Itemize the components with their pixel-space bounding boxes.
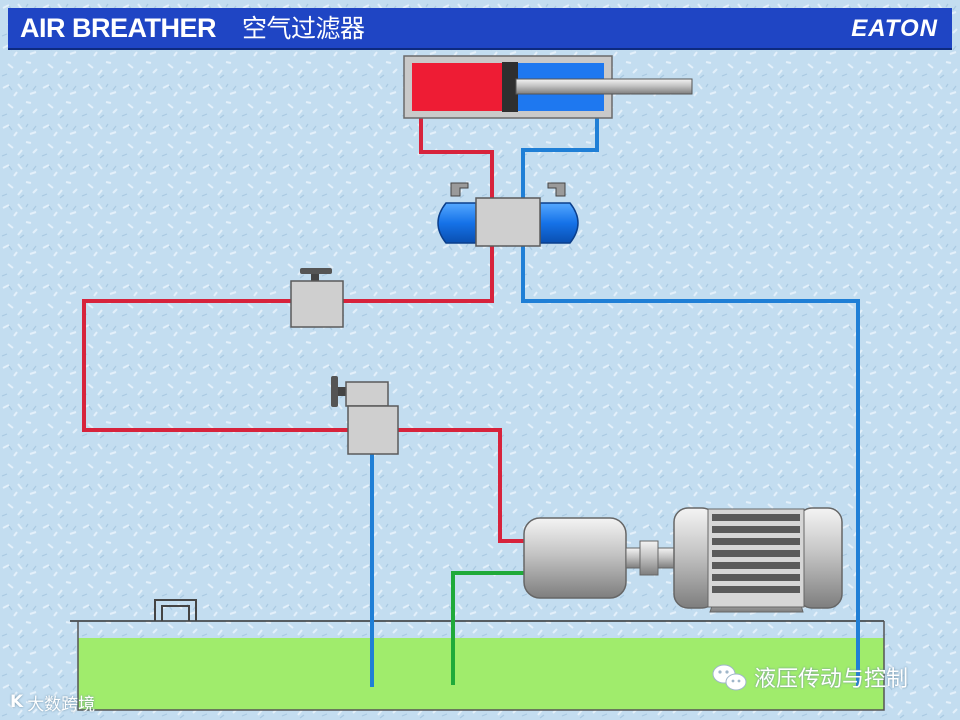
eaton-logo: EATON bbox=[851, 15, 938, 42]
solenoid-right bbox=[539, 202, 579, 244]
watermark-right-text: 液压传动与控制 bbox=[754, 667, 909, 692]
slide-title: AIR BREATHER 空气过滤器 bbox=[20, 12, 365, 45]
directional-control-valve bbox=[437, 182, 579, 247]
oil-reservoir bbox=[70, 599, 885, 711]
k-logo-icon: K bbox=[10, 692, 24, 712]
cylinder-piston bbox=[502, 62, 518, 112]
watermark-right: 液压传动与控制 bbox=[710, 662, 908, 692]
flow-control-valve bbox=[290, 268, 344, 328]
cylinder-rod bbox=[515, 78, 693, 95]
hydraulic-cylinder bbox=[403, 55, 693, 119]
return-line bbox=[370, 108, 860, 687]
title-chinese: 空气过滤器 bbox=[242, 14, 365, 43]
relief-valve bbox=[331, 376, 399, 455]
air-breather bbox=[154, 599, 197, 621]
shaft-coupling bbox=[625, 540, 677, 576]
watermark-left-text: 大数跨境 bbox=[27, 694, 96, 715]
motor-cooling-fins bbox=[712, 514, 800, 593]
title-bar: AIR BREATHER 空气过滤器 EATON bbox=[8, 8, 952, 48]
title-english: AIR BREATHER bbox=[20, 13, 217, 43]
cylinder-cap-chamber bbox=[412, 63, 504, 111]
electric-motor bbox=[673, 507, 843, 613]
wechat-icon bbox=[712, 664, 747, 691]
watermark-left: K 大数跨境 bbox=[10, 690, 96, 715]
suction-line bbox=[451, 571, 524, 685]
solenoid-left bbox=[437, 202, 477, 244]
oil-level bbox=[78, 638, 884, 710]
pressure-line bbox=[82, 108, 526, 543]
valve-body bbox=[475, 197, 541, 247]
hydraulic-pump bbox=[523, 517, 627, 599]
